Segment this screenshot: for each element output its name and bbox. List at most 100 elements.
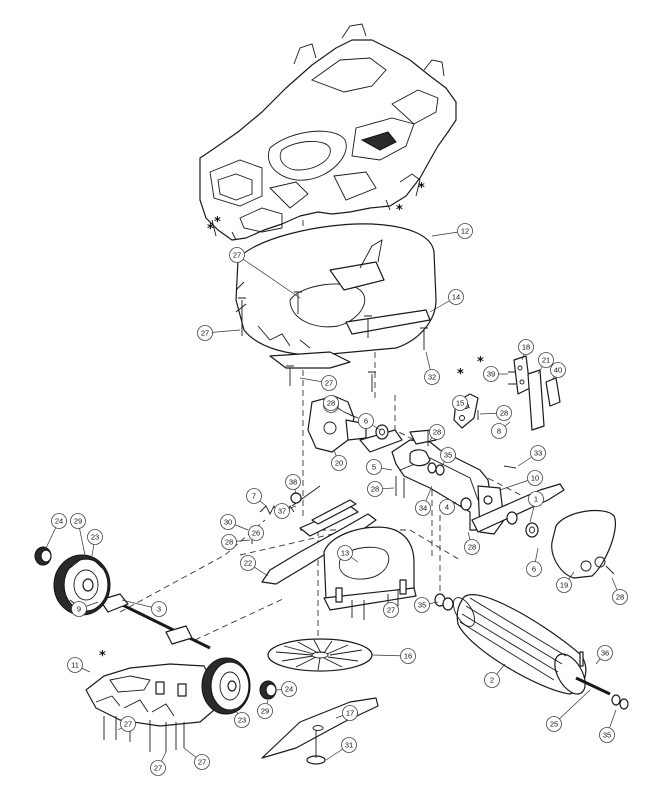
callout-24: 24 — [45, 513, 67, 549]
callout-number: 13 — [341, 549, 349, 558]
right-wheel — [201, 657, 251, 715]
callout-circle — [367, 481, 383, 497]
callout-circle — [71, 601, 87, 617]
callout-40: 40 — [550, 362, 566, 381]
callout-number: 31 — [345, 741, 353, 750]
callout-2: 2 — [484, 663, 506, 688]
callout-15: 15 — [452, 395, 471, 411]
callout-27: 27 — [117, 716, 136, 732]
callout-number: 16 — [404, 652, 412, 661]
callout-33: 33 — [517, 445, 546, 467]
callout-29: 29 — [257, 699, 273, 719]
callout-12: 12 — [431, 223, 473, 239]
callout-circle — [70, 513, 86, 529]
callout-number: 21 — [542, 356, 550, 365]
callout-35: 35 — [599, 709, 617, 743]
callout-circle — [221, 534, 237, 550]
callout-31: 31 — [325, 737, 357, 761]
part-17-blade — [261, 697, 379, 759]
latch-plates — [513, 355, 561, 431]
callout-14: 14 — [429, 289, 464, 313]
callout-5: 5 — [366, 459, 393, 475]
callout-24: 24 — [275, 681, 297, 697]
callout-circle — [323, 395, 339, 411]
callout-21: 21 — [537, 352, 554, 375]
callout-number: 5 — [372, 463, 376, 472]
callout-circle — [358, 413, 374, 429]
callout-circle — [246, 488, 262, 504]
callout-circle — [342, 705, 358, 721]
asterisk-marker: * — [99, 649, 106, 664]
callout-number: 28 — [327, 399, 335, 408]
callout-number: 2 — [490, 676, 494, 685]
callout-22: 22 — [240, 555, 269, 577]
callout-circle — [440, 447, 456, 463]
callout-28: 28 — [221, 534, 251, 550]
part-22-arm — [261, 499, 377, 585]
callout-25: 25 — [546, 689, 591, 732]
callout-number: 27 — [387, 606, 395, 615]
callout-number: 6 — [532, 565, 536, 574]
callout-6: 6 — [526, 547, 542, 577]
callout-number: 9 — [77, 605, 81, 614]
callout-9: 9 — [71, 601, 99, 617]
asterisk-marker: * — [207, 222, 214, 237]
callout-circle — [538, 352, 554, 368]
callout-circle — [530, 445, 546, 461]
callout-number: 24 — [285, 685, 293, 694]
callout-34: 34 — [415, 485, 433, 516]
callout-number: 36 — [601, 649, 609, 658]
callout-7: 7 — [246, 488, 267, 507]
front-axle — [91, 588, 211, 650]
callout-13: 13 — [337, 545, 359, 563]
callout-circle — [429, 424, 445, 440]
callout-6: 6 — [358, 413, 381, 431]
callout-circle — [67, 657, 83, 673]
callout-circle — [527, 470, 543, 486]
callout-circle — [229, 247, 245, 263]
callout-circle — [120, 716, 136, 732]
callout-number: 33 — [534, 449, 542, 458]
callout-number: 26 — [252, 529, 260, 538]
callout-circle — [220, 514, 236, 530]
callout-circle — [151, 601, 167, 617]
callout-circle — [248, 525, 264, 541]
callout-23: 23 — [233, 707, 250, 728]
callout-8: 8 — [491, 421, 511, 439]
callout-circle — [194, 754, 210, 770]
callout-number: 14 — [452, 293, 460, 302]
callout-number: 35 — [418, 601, 426, 610]
callout-30: 30 — [220, 514, 249, 531]
callout-number: 22 — [244, 559, 252, 568]
callout-circle — [612, 589, 628, 605]
part-7-spring — [259, 485, 321, 516]
callout-circle — [150, 760, 166, 776]
callout-number: 27 — [201, 329, 209, 338]
callout-circle — [321, 375, 337, 391]
callout-circle — [491, 423, 507, 439]
callout-circle — [526, 561, 542, 577]
callout-circle — [415, 500, 431, 516]
callout-circle — [257, 703, 273, 719]
callout-3: 3 — [121, 599, 167, 617]
callout-circle — [452, 395, 468, 411]
part-31-bolt — [306, 730, 326, 765]
callout-29: 29 — [70, 513, 87, 561]
bearings — [375, 424, 539, 538]
callout-number: 3 — [157, 605, 161, 614]
asterisk-marker: * — [457, 367, 464, 382]
callout-1: 1 — [528, 491, 544, 523]
callout-circle — [51, 513, 67, 529]
callout-circle — [414, 597, 430, 613]
callout-circle — [599, 727, 615, 743]
callout-leader-line — [553, 689, 591, 725]
callout-39: 39 — [483, 366, 508, 382]
callout-27: 27 — [299, 375, 337, 391]
callout-16: 16 — [371, 648, 416, 664]
callout-number: 1 — [534, 495, 538, 504]
callout-circle — [383, 602, 399, 618]
callout-number: 19 — [560, 581, 568, 590]
callout-circle — [274, 503, 290, 519]
callout-circle — [281, 681, 297, 697]
callout-circle — [234, 712, 250, 728]
